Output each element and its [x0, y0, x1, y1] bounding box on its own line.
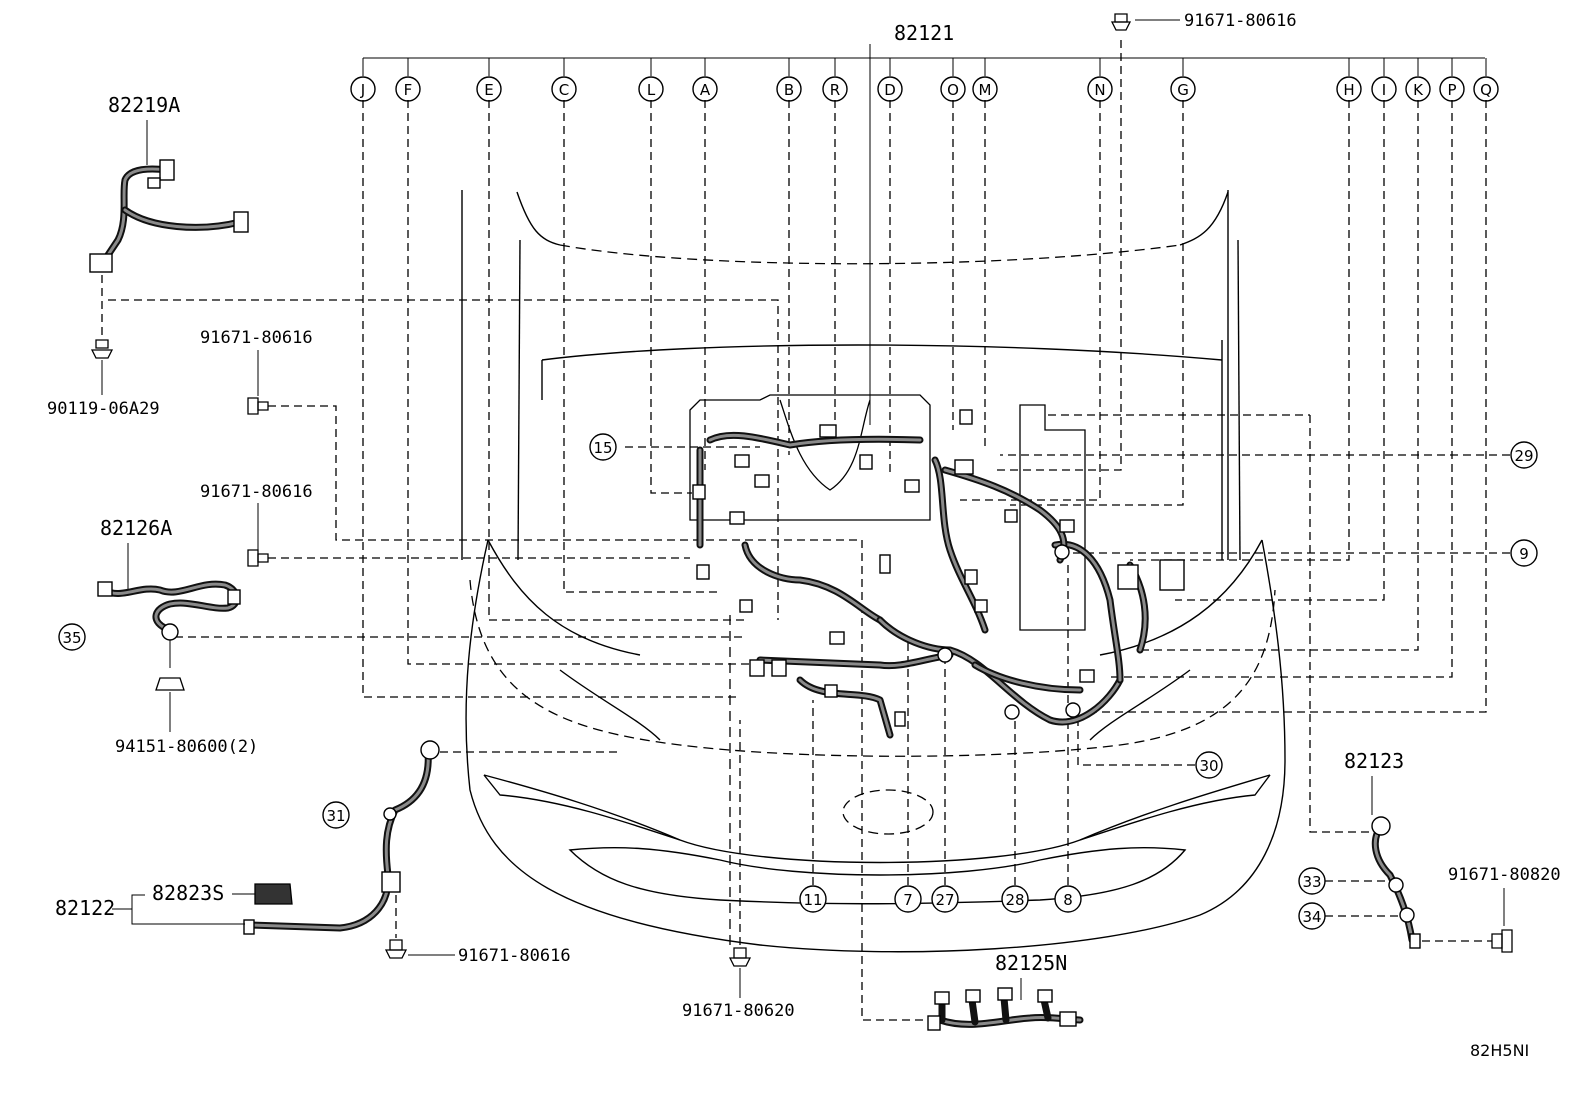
main-assembly-bracket: 82121 J F E C L A B R D O M N G H I K P Q	[350, 21, 1499, 425]
vehicle-outline	[461, 190, 1286, 953]
harness-letter-label: A	[700, 81, 711, 99]
harness-letter-R: R	[822, 58, 848, 102]
harness-letter-label: M	[979, 81, 992, 99]
harness-letter-label: G	[1177, 81, 1189, 99]
callout-7: 7	[894, 885, 922, 913]
harness-letter-G: G	[1170, 58, 1196, 102]
harness-letter-H: H	[1336, 58, 1362, 102]
part-number-82126A: 82126A	[100, 516, 172, 540]
callout-label: 30	[1199, 757, 1218, 775]
callout-15: 15	[589, 433, 617, 461]
harness-letter-label: C	[559, 81, 569, 99]
harness-82219A: 82219A 90119-06A29	[47, 93, 249, 419]
harness-letter-P: P	[1439, 58, 1465, 102]
bolt-top: 91671-80616	[1110, 11, 1297, 31]
harness-letter-N: N	[1087, 58, 1113, 102]
harness-letter-label: J	[360, 81, 365, 99]
callout-label: 35	[62, 629, 81, 647]
callout-label: 15	[593, 439, 612, 457]
part-number-82125N: 82125N	[995, 951, 1067, 975]
harness-82123: 82123 91671-80820	[1325, 749, 1561, 953]
harness-letter-A: A	[692, 58, 718, 102]
harness-letter-label: I	[1382, 81, 1386, 99]
callout-28: 28	[1001, 885, 1029, 913]
harness-82122: 91671-80616 82122 82823S	[55, 740, 571, 966]
part-number-82122: 82122	[55, 896, 115, 920]
harness-letter-label: D	[884, 81, 896, 99]
harness-letter-label: H	[1343, 81, 1354, 99]
part-number-91671-80616-left-upper: 91671-80616	[200, 328, 313, 348]
harness-letter-E: E	[476, 58, 502, 102]
harness-letter-label: F	[404, 81, 413, 99]
callout-30: 30	[1195, 751, 1223, 779]
harness-letter-K: K	[1405, 58, 1431, 102]
callout-34: 34	[1298, 902, 1326, 930]
part-number-94151-80600: 94151-80600(2)	[115, 737, 258, 757]
harness-letter-J: J	[350, 58, 376, 102]
harness-letter-O: O	[940, 58, 966, 102]
harness-letter-D: D	[877, 58, 903, 102]
harness-letter-label: L	[647, 81, 656, 99]
part-number-82123: 82123	[1344, 749, 1404, 773]
callout-label: 28	[1005, 891, 1024, 909]
harness-letter-C: C	[551, 58, 577, 102]
part-number-91671-80616-left-lower: 91671-80616	[200, 482, 313, 502]
harness-82126A: 82126A 94151-80600(2)	[97, 516, 258, 757]
callout-33: 33	[1298, 867, 1326, 895]
harness-letter-label: O	[947, 81, 959, 99]
callout-27: 27	[931, 885, 959, 913]
part-number-82121: 82121	[894, 21, 954, 45]
harness-letter-label: B	[784, 81, 794, 99]
harness-letter-label: P	[1447, 81, 1456, 99]
harness-letter-label: E	[484, 81, 493, 99]
callout-label: 27	[935, 891, 954, 909]
callout-label: 8	[1063, 891, 1073, 909]
callout-35: 35	[58, 623, 86, 651]
part-number-82823S: 82823S	[152, 881, 224, 905]
harness-letter-M: M	[972, 58, 998, 102]
harness-letter-label: R	[830, 81, 840, 99]
harness-letter-Q: Q	[1473, 58, 1499, 102]
callout-label: 7	[903, 891, 913, 909]
part-number-91671-80620: 91671-80620	[682, 1001, 795, 1021]
harness-letter-L: L	[638, 58, 664, 102]
harness-letter-F: F	[395, 58, 421, 102]
harness-letter-label: Q	[1480, 81, 1492, 99]
callout-label: 31	[326, 807, 345, 825]
harness-letter-label: N	[1094, 81, 1105, 99]
callout-8: 8	[1054, 885, 1082, 913]
callouts: 15 29 9 35 31 30 11 7 27 28 8 33 34	[58, 433, 1538, 930]
harness-82125N: 82125N	[927, 951, 1084, 1031]
part-number-91671-80616-lower: 91671-80616	[458, 946, 571, 966]
callout-label: 34	[1302, 908, 1321, 926]
part-number-91671-80820: 91671-80820	[1448, 865, 1561, 885]
part-number-90119-06A29: 90119-06A29	[47, 399, 160, 419]
harness-letter-I: I	[1371, 58, 1397, 102]
callout-label: 29	[1514, 447, 1533, 465]
callout-11: 11	[799, 885, 827, 913]
engine-room-harness	[689, 394, 1185, 739]
callout-label: 9	[1519, 545, 1529, 563]
callout-label: 11	[803, 891, 822, 909]
callout-31: 31	[322, 801, 350, 829]
callout-9: 9	[1510, 539, 1538, 567]
bolt-left-lower: 91671-80616	[200, 482, 313, 567]
bolt-left-upper: 91671-80616	[200, 328, 313, 415]
callout-29: 29	[1510, 441, 1538, 469]
harness-letter-B: B	[776, 58, 802, 102]
harness-letter-label: K	[1413, 81, 1424, 99]
diagram-code: 82H5NI	[1470, 1041, 1529, 1060]
bolt-center: 91671-80620	[682, 947, 795, 1021]
part-number-82219A: 82219A	[108, 93, 180, 117]
part-number-91671-80616-top: 91671-80616	[1184, 11, 1297, 31]
leader-lines	[108, 40, 1510, 1021]
callout-label: 33	[1302, 873, 1321, 891]
